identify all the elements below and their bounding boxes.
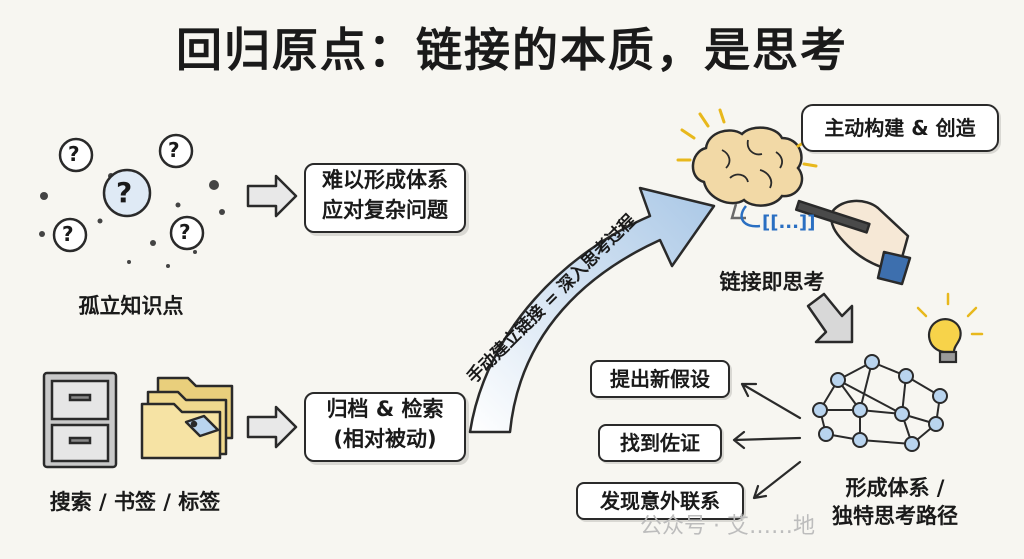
question-bubble <box>58 137 94 173</box>
outcome-unexpected-links: 发现意外联系 <box>576 482 744 520</box>
box-line: 难以形成体系 <box>322 168 448 192</box>
archive-retrieval-box: 归档 & 检索 (相对被动) <box>304 392 466 462</box>
arrow-to-box-bottom <box>246 405 298 449</box>
network-node <box>894 406 910 422</box>
network-node <box>904 436 920 452</box>
question-bubble <box>169 215 205 251</box>
question-mark: ? <box>168 138 180 162</box>
outcome-arrows <box>732 382 802 500</box>
question-mark: ? <box>116 176 133 209</box>
network-caption-line: 形成体系 / <box>845 476 945 500</box>
network-node <box>928 416 944 432</box>
small-arrows <box>246 174 298 449</box>
arrow-to-outcome-3 <box>752 460 802 500</box>
brain-icon <box>691 126 804 220</box>
big-curved-arrow <box>468 186 716 434</box>
active-build-create-bubble: 主动构建 & 创造 <box>801 104 999 152</box>
search-bookmark-tag-caption: 搜索 / 书签 / 标签 <box>49 490 221 514</box>
question-bubble <box>52 217 88 253</box>
box-line: 应对复杂问题 <box>322 198 448 222</box>
network-node <box>932 388 948 404</box>
arrow-to-outcome-1 <box>740 382 802 420</box>
isolated-knowledge-caption: 孤立知识点 <box>78 294 184 318</box>
network-node <box>852 432 868 448</box>
network-node <box>812 402 828 418</box>
box-line: (相对被动) <box>333 427 437 451</box>
page-title: 回归原点：链接的本质，是思考 <box>176 23 848 77</box>
outcome-find-evidence: 找到佐证 <box>598 424 722 462</box>
network-caption-line: 独特思考路径 <box>832 504 958 528</box>
network-node <box>898 368 914 384</box>
filing-cabinet-icon <box>42 371 118 469</box>
link-curve <box>740 205 761 228</box>
question-mark: ? <box>179 220 191 244</box>
network-node <box>818 426 834 442</box>
outcome-new-hypothesis: 提出新假设 <box>590 360 730 398</box>
network-node <box>830 372 846 388</box>
light-bulb-icon <box>916 292 984 364</box>
network-node <box>864 354 880 370</box>
question-bubble <box>102 168 152 218</box>
hand-writing-icon <box>794 199 912 286</box>
box-line: 归档 & 检索 <box>326 397 444 421</box>
arrow-to-box-top <box>246 174 298 218</box>
question-bubbles <box>52 133 205 253</box>
arrow-to-outcome-2 <box>732 430 802 450</box>
question-mark: ? <box>68 142 80 166</box>
network-node <box>852 402 868 418</box>
question-bubble <box>158 133 194 169</box>
question-mark: ? <box>62 222 74 246</box>
network-caption: 形成体系 / 独特思考路径 <box>810 474 980 530</box>
arrow-down-to-network <box>806 292 854 344</box>
hard-to-form-system-box: 难以形成体系 应对复杂问题 <box>304 163 466 233</box>
folder-icon <box>140 376 234 460</box>
link-is-thinking-caption: 链接即思考 <box>719 270 825 294</box>
link-syntax: [[...]] <box>762 212 816 233</box>
watermark: 公众号 · 艾……地 <box>640 514 815 539</box>
knowledge-dots <box>39 173 225 268</box>
network-graph <box>812 354 948 452</box>
